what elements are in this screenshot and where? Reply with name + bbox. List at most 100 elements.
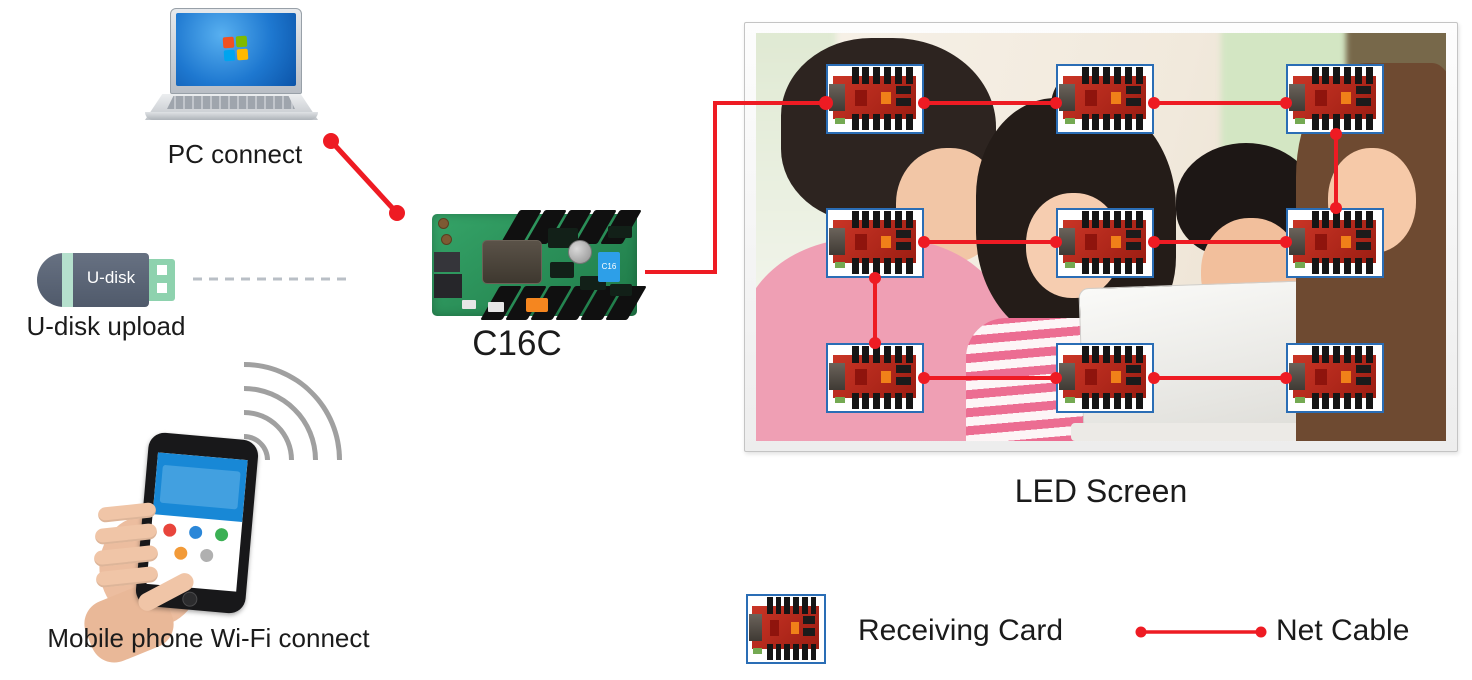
phone-home-button <box>181 591 198 608</box>
pin-connector <box>1092 257 1100 275</box>
wifi-module <box>482 240 542 284</box>
laptop-display <box>176 13 296 86</box>
pin-connector <box>851 113 859 131</box>
orange-chip <box>790 622 799 635</box>
laptop-illustration <box>145 8 318 120</box>
ic-chip <box>1355 86 1371 95</box>
rj45-port <box>1288 363 1305 390</box>
rj45-port <box>1288 228 1305 255</box>
laptop-screen <box>170 8 302 94</box>
pin-connector <box>894 392 902 410</box>
pin-connector <box>1365 211 1373 228</box>
green-connector <box>1294 118 1305 125</box>
ic-chip <box>1355 230 1371 239</box>
pin-connector <box>862 211 870 228</box>
controller-card-illustration: C16 <box>432 210 647 320</box>
pin-connector <box>905 392 913 410</box>
pin-connector <box>1081 346 1089 363</box>
green-connector <box>1064 397 1075 404</box>
pcb-shadow <box>1315 90 1327 107</box>
pin-connector <box>894 211 902 228</box>
pin-connector <box>1135 113 1143 131</box>
ethernet-port <box>434 252 460 272</box>
controller-label: C16C <box>472 324 562 363</box>
pin-connector <box>1103 346 1111 363</box>
ic-chip <box>802 627 815 636</box>
pin-connector <box>793 643 799 661</box>
pin-connector <box>873 257 881 275</box>
pin-connector <box>1092 113 1100 131</box>
mobile-wifi-label: Mobile phone Wi-Fi connect <box>47 623 370 653</box>
pin-connector <box>1135 392 1143 410</box>
ic-chip <box>895 376 911 385</box>
pin-connector <box>1113 113 1121 131</box>
phone-screen <box>146 452 248 592</box>
pin-connector <box>1092 211 1100 228</box>
pin-connector <box>883 67 891 84</box>
pin-connector <box>801 643 808 661</box>
pin-connector <box>810 597 817 614</box>
pin-connector <box>1092 346 1100 363</box>
power-connector <box>526 298 548 312</box>
ic-chip <box>895 241 911 250</box>
pin-connector <box>1113 392 1121 410</box>
pin-connector <box>1343 211 1351 228</box>
pin-connector <box>851 211 859 228</box>
pin-connector <box>1113 67 1121 84</box>
pcb-shadow <box>1085 234 1097 251</box>
legend-net-cable-dot <box>1135 626 1147 638</box>
pin-connector <box>793 597 799 614</box>
pin-connector <box>1092 67 1100 84</box>
rj45-port <box>1058 363 1075 390</box>
ic-chip <box>1125 86 1141 95</box>
pin-connector <box>862 346 870 363</box>
udisk-device-label: U-disk <box>86 268 136 287</box>
receiving-card <box>1056 208 1154 278</box>
pin-connector <box>862 257 870 275</box>
pin-connector <box>894 346 902 363</box>
pin-connector <box>883 346 891 363</box>
net-cable-pc-to-controller <box>329 139 399 215</box>
ic-chip <box>895 230 911 239</box>
ic-chip <box>895 365 911 374</box>
pin-connector <box>894 257 902 275</box>
pin-connector <box>1354 211 1362 228</box>
orange-chip <box>1340 236 1351 249</box>
pin-connector <box>1311 67 1319 84</box>
pin-connector <box>1333 67 1341 84</box>
laptop-front-edge <box>145 112 318 120</box>
pin-connector <box>1103 113 1111 131</box>
pin-connector <box>905 113 913 131</box>
pin-connector <box>862 113 870 131</box>
receiving-card <box>1286 208 1384 278</box>
pin-connector <box>784 597 791 614</box>
legend-receiving-card-label: Receiving Card <box>858 614 1064 647</box>
pin-connector <box>883 113 891 131</box>
white-connector <box>488 302 504 312</box>
antenna-connector <box>438 218 449 229</box>
legend-receiving-card <box>746 594 826 664</box>
pin-connector <box>1311 257 1319 275</box>
udisk-stripe <box>62 253 73 307</box>
pin-connector <box>767 643 773 661</box>
pin-connector <box>1343 113 1351 131</box>
pin-connector <box>1322 67 1330 84</box>
pin-connector <box>873 67 881 84</box>
pin-connector <box>862 392 870 410</box>
ic-chip <box>1355 376 1371 385</box>
pin-connector <box>1343 257 1351 275</box>
pin-connector <box>1081 392 1089 410</box>
pin-connector <box>1311 392 1319 410</box>
pin-connector <box>1311 211 1319 228</box>
legend-net-cable-label: Net Cable <box>1276 614 1410 647</box>
pin-connector <box>883 392 891 410</box>
rj45-port <box>828 228 845 255</box>
pin-connector <box>1322 392 1330 410</box>
pin-connector <box>905 346 913 363</box>
pin-connector <box>1135 67 1143 84</box>
pin-connector <box>851 392 859 410</box>
usb-connector-icon <box>149 259 175 301</box>
pin-connector <box>775 643 782 661</box>
pin-connector <box>1333 392 1341 410</box>
orange-chip <box>880 236 891 249</box>
